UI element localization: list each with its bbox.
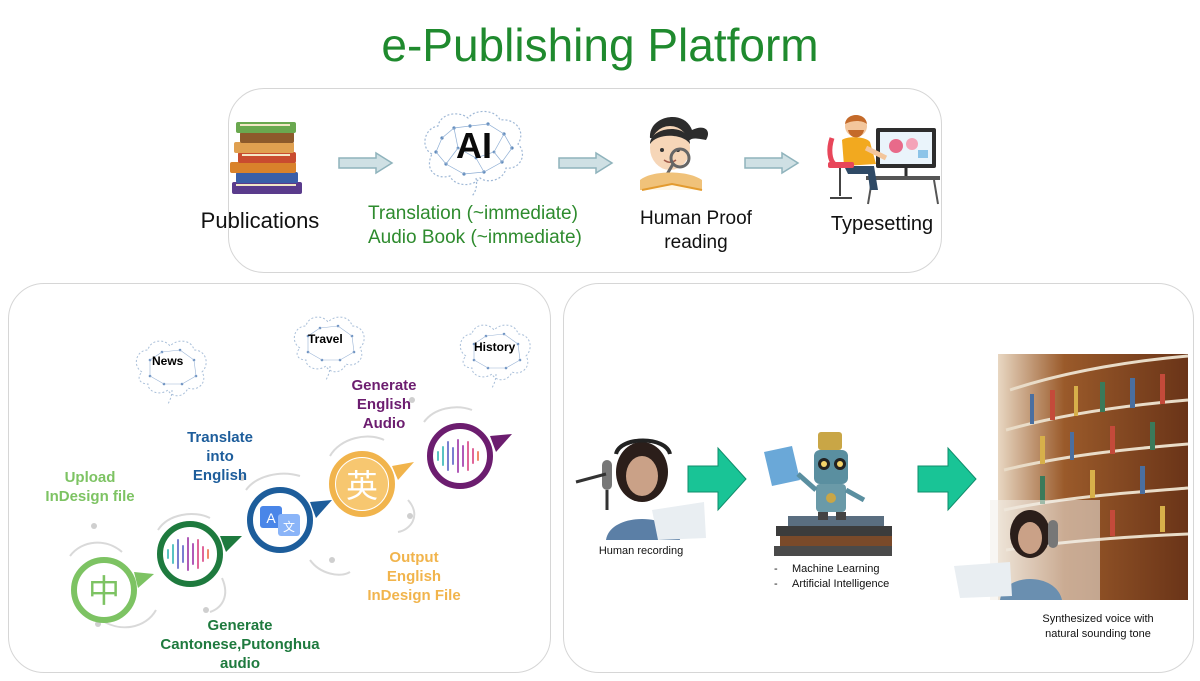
pipeline-arrow-1 xyxy=(687,446,748,512)
svg-text:A: A xyxy=(266,510,276,526)
library-synthesized-photo xyxy=(954,350,1192,602)
publications-label: Publications xyxy=(200,208,320,233)
output-glyph: 英 xyxy=(346,467,378,505)
translate-line3: English xyxy=(192,467,248,484)
brain-travel-icon xyxy=(290,314,368,381)
ml-text: Machine Learning xyxy=(792,563,880,575)
synth-line2: natural sounding tone xyxy=(1045,628,1151,640)
output-line2: English xyxy=(386,568,442,585)
pipeline-arrow-2 xyxy=(917,446,978,512)
svg-text:文: 文 xyxy=(283,519,295,534)
top-flow-panel xyxy=(228,88,942,273)
generate-cn-line3: audio xyxy=(220,655,260,672)
generate-en-audio-label: Generate English Audio xyxy=(334,376,434,433)
robot-reading-icon xyxy=(758,426,898,558)
output-line3: InDesign File xyxy=(367,587,461,604)
generate-cn-line2: Cantonese,Putonghua xyxy=(160,636,320,653)
generate-en-line1: Generate xyxy=(351,377,417,394)
flow-arrow-2 xyxy=(558,151,614,175)
generate-cn-line1: Generate xyxy=(207,617,273,634)
proofreading-line2: reading xyxy=(664,232,728,253)
translate-step-circle: A 文 xyxy=(247,487,332,553)
translate-line2: into xyxy=(206,448,234,465)
ai-text: Artificial Intelligence xyxy=(792,578,890,590)
typesetter-icon xyxy=(822,110,942,206)
ai-item: - Artificial Intelligence xyxy=(774,577,924,592)
output-step-circle: 英 xyxy=(329,451,414,517)
proofreader-icon xyxy=(632,108,712,198)
ai-caption: Translation (~immediate) Audio Book (~im… xyxy=(368,202,608,250)
upload-line1: Upload xyxy=(64,469,116,486)
proofreading-label: Human Proof reading xyxy=(616,207,776,255)
brain-news-label: News xyxy=(152,354,184,368)
page-title: e-Publishing Platform xyxy=(381,19,819,71)
generate-cn-audio-circle xyxy=(157,521,242,587)
brain-travel-label: Travel xyxy=(308,332,343,346)
upload-step-label: Upload InDesign file xyxy=(30,468,150,506)
flow-arrow-1 xyxy=(338,151,394,175)
brain-news-icon xyxy=(132,338,210,405)
workflow-steps: 中 A 文 xyxy=(0,0,560,681)
brain-history-label: History xyxy=(474,340,516,354)
translate-line1: Translate xyxy=(187,429,253,446)
output-step-label: Output English InDesign File xyxy=(352,548,476,605)
flow-arrow-3 xyxy=(744,151,800,175)
generate-cn-audio-label: Generate Cantonese,Putonghua audio xyxy=(150,616,330,673)
translate-step-label: Translate into English xyxy=(170,428,270,485)
output-line1: Output xyxy=(389,549,439,566)
human-recording-label: Human recording xyxy=(598,545,684,557)
synthesized-voice-caption: Synthesized voice with natural sounding … xyxy=(1010,612,1186,642)
audiobook-caption: Audio Book (~immediate) xyxy=(368,227,582,248)
ai-bullet: - xyxy=(774,578,778,590)
ml-item: - Machine Learning xyxy=(774,562,924,577)
typesetting-label: Typesetting xyxy=(830,213,934,235)
generate-en-line3: Audio xyxy=(362,415,406,432)
books-icon xyxy=(226,116,306,198)
translation-caption: Translation (~immediate) xyxy=(368,203,578,224)
upload-step-circle: 中 xyxy=(71,557,154,623)
brain-history-icon xyxy=(456,322,534,389)
generate-en-audio-circle xyxy=(427,423,512,489)
ai-methods-list: - Machine Learning - Artificial Intelligen… xyxy=(774,562,924,592)
generate-en-line2: English xyxy=(356,396,412,413)
ml-bullet: - xyxy=(774,563,778,575)
proofreading-line1: Human Proof xyxy=(640,208,752,229)
synth-line1: Synthesized voice with xyxy=(1042,613,1154,625)
upload-glyph: 中 xyxy=(88,572,120,610)
upload-line2: InDesign file xyxy=(45,488,135,505)
human-recording-photo xyxy=(575,432,706,540)
ai-brain-icon: AI xyxy=(418,108,530,197)
ai-badge-text: AI xyxy=(456,125,492,166)
